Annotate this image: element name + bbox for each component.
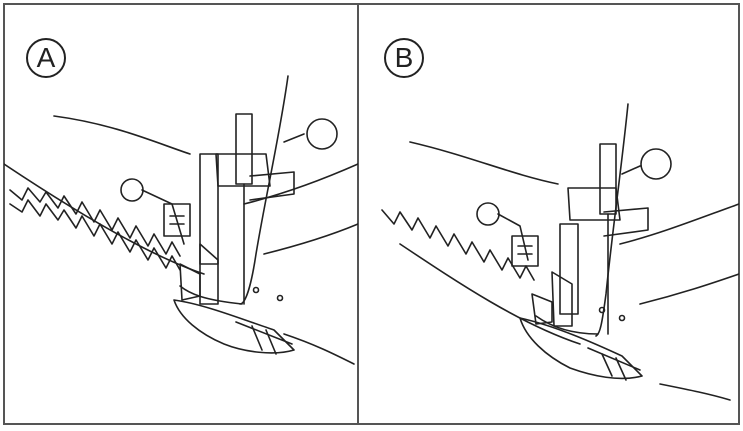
panel-b-label: B bbox=[384, 38, 424, 78]
panel-a-label: A bbox=[26, 38, 66, 78]
panel-a-illustration bbox=[4, 75, 358, 365]
panel-b-illustration bbox=[381, 103, 739, 401]
